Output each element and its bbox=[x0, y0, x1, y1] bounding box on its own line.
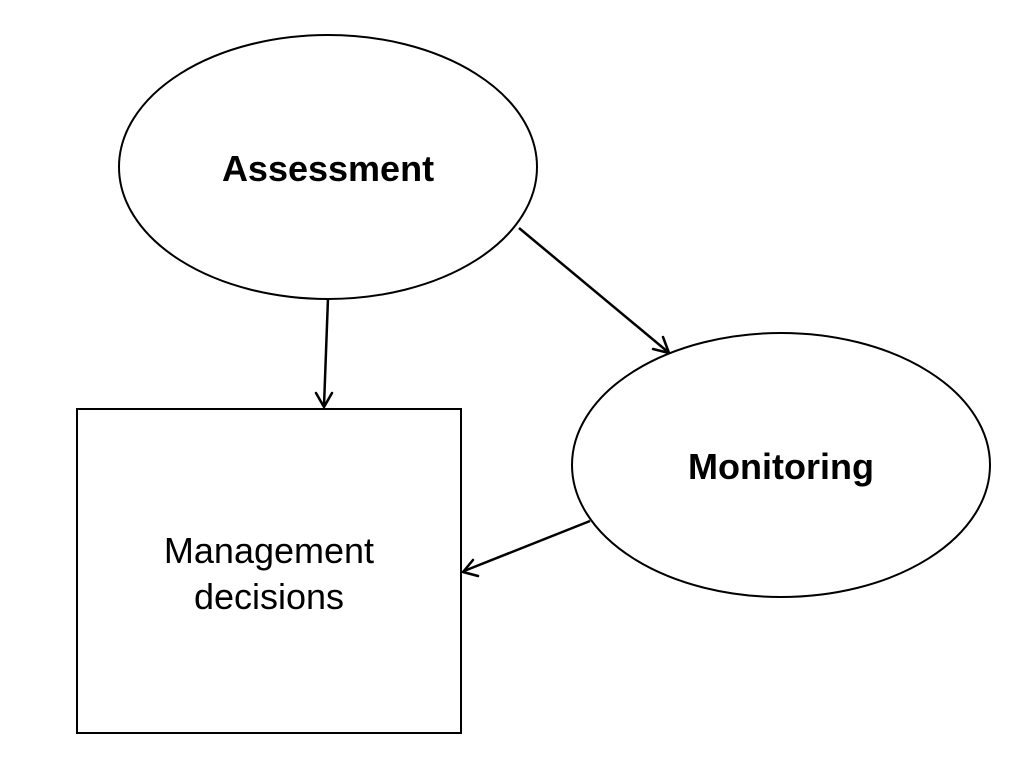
node-management-label-line2: decisions bbox=[194, 576, 344, 617]
edge-monitoring-to-management bbox=[461, 519, 591, 578]
node-assessment-label: Assessment bbox=[222, 148, 434, 189]
node-management-decisions: Management decisions bbox=[76, 408, 462, 734]
node-management-label-line1: Management bbox=[164, 530, 374, 571]
node-monitoring: Monitoring bbox=[571, 332, 991, 598]
edge-assessment-to-management bbox=[314, 297, 334, 409]
edge-assessment-to-monitoring bbox=[518, 227, 671, 355]
node-monitoring-label: Monitoring bbox=[688, 446, 874, 487]
node-assessment: Assessment bbox=[118, 34, 538, 300]
